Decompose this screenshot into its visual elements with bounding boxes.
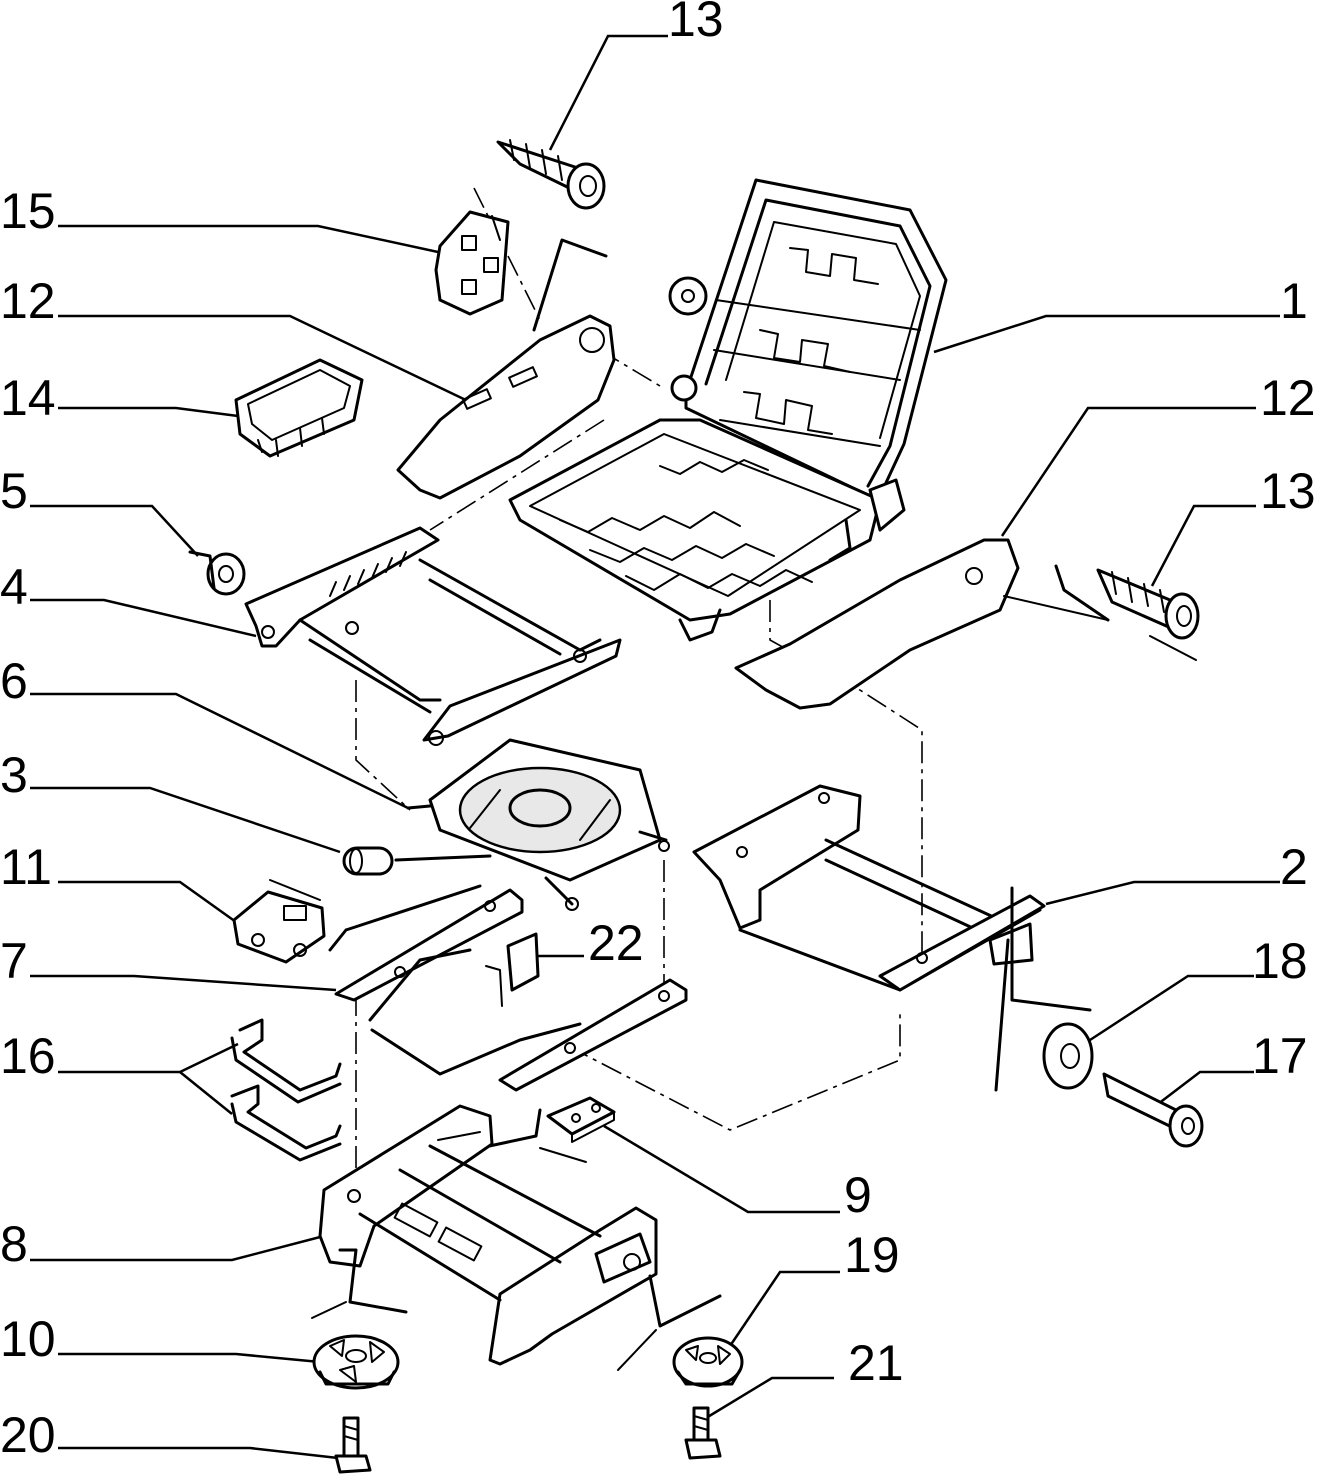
leader-14 xyxy=(58,406,239,418)
seat-frame-1 xyxy=(508,178,948,642)
callout-11: 11 xyxy=(0,839,52,895)
bracket-11 xyxy=(232,879,326,964)
bolt-20 xyxy=(334,1416,372,1474)
callout-16: 16 xyxy=(0,1028,56,1084)
leader-9 xyxy=(603,1124,840,1214)
leader-18 xyxy=(1089,974,1254,1042)
pad-9 xyxy=(478,1096,616,1163)
clip-22 xyxy=(485,932,540,1007)
leader-16-b xyxy=(179,1071,233,1115)
leader-11 xyxy=(58,880,237,924)
rail-assembly-2 xyxy=(692,784,1092,1092)
callout-9: 9 xyxy=(844,1167,872,1223)
leader-12-left xyxy=(58,314,471,404)
leader-8 xyxy=(30,1234,325,1262)
callout-20: 20 xyxy=(0,1407,56,1463)
leader-4 xyxy=(30,598,257,638)
wire-clip xyxy=(532,238,608,332)
callout-7: 7 xyxy=(0,933,28,989)
callout-6: 6 xyxy=(0,653,28,709)
callout-2: 2 xyxy=(1280,839,1308,895)
rail-7 xyxy=(328,884,688,1092)
leader-15 xyxy=(58,224,439,254)
leader-2 xyxy=(1045,880,1280,906)
callout-18: 18 xyxy=(1252,933,1308,989)
leader-19 xyxy=(728,1270,840,1347)
callout-19: 19 xyxy=(844,1227,900,1283)
callout-1: 1 xyxy=(1280,273,1308,329)
callout-3: 3 xyxy=(0,747,28,803)
callout-10: 10 xyxy=(0,1311,56,1367)
callout-5: 5 xyxy=(0,463,28,519)
leader-1 xyxy=(933,314,1280,354)
leader-13-right xyxy=(1150,504,1256,587)
callout-13-right: 13 xyxy=(1260,463,1316,519)
callout-17: 17 xyxy=(1252,1028,1308,1084)
pivot-5 xyxy=(188,550,246,596)
leader-21 xyxy=(705,1376,834,1420)
clip-15 xyxy=(434,210,510,316)
swivel-plate-6 xyxy=(406,738,670,911)
callout-21: 21 xyxy=(848,1335,904,1391)
handles-16 xyxy=(230,1018,342,1162)
leader-20 xyxy=(58,1446,339,1460)
base-frame-8 xyxy=(311,1104,722,1371)
callout-8: 8 xyxy=(0,1216,28,1272)
leader-12-right xyxy=(1000,406,1256,537)
leader-6 xyxy=(30,692,409,810)
rail-4 xyxy=(244,526,622,746)
leader-lines xyxy=(30,34,1280,1460)
callout-13-top: 13 xyxy=(668,0,724,47)
caster-19 xyxy=(672,1336,744,1388)
callout-22: 22 xyxy=(588,915,644,971)
leader-17 xyxy=(1157,1070,1254,1105)
washer-18 xyxy=(1042,1022,1094,1090)
caster-10 xyxy=(312,1334,400,1390)
leader-16-a xyxy=(58,1042,239,1074)
bolt-17 xyxy=(1102,1072,1204,1148)
assembly-lines xyxy=(355,187,923,1200)
screw-13-right xyxy=(1096,568,1200,661)
callout-15: 15 xyxy=(0,183,56,239)
callout-14: 14 xyxy=(0,370,56,426)
screw-13-top xyxy=(496,139,606,210)
leader-10 xyxy=(58,1352,321,1364)
leader-7 xyxy=(30,974,337,992)
trim-12-right xyxy=(734,538,1110,710)
trim-12-left xyxy=(396,314,616,500)
callout-12-left: 12 xyxy=(0,273,56,329)
roller-3 xyxy=(342,846,492,876)
leader-3 xyxy=(30,786,341,854)
leader-13-top xyxy=(548,34,668,151)
leader-5 xyxy=(30,504,199,557)
callout-12-right: 12 xyxy=(1260,370,1316,426)
bolt-21 xyxy=(684,1406,722,1460)
callout-4: 4 xyxy=(0,559,28,615)
tray-14 xyxy=(234,358,364,458)
